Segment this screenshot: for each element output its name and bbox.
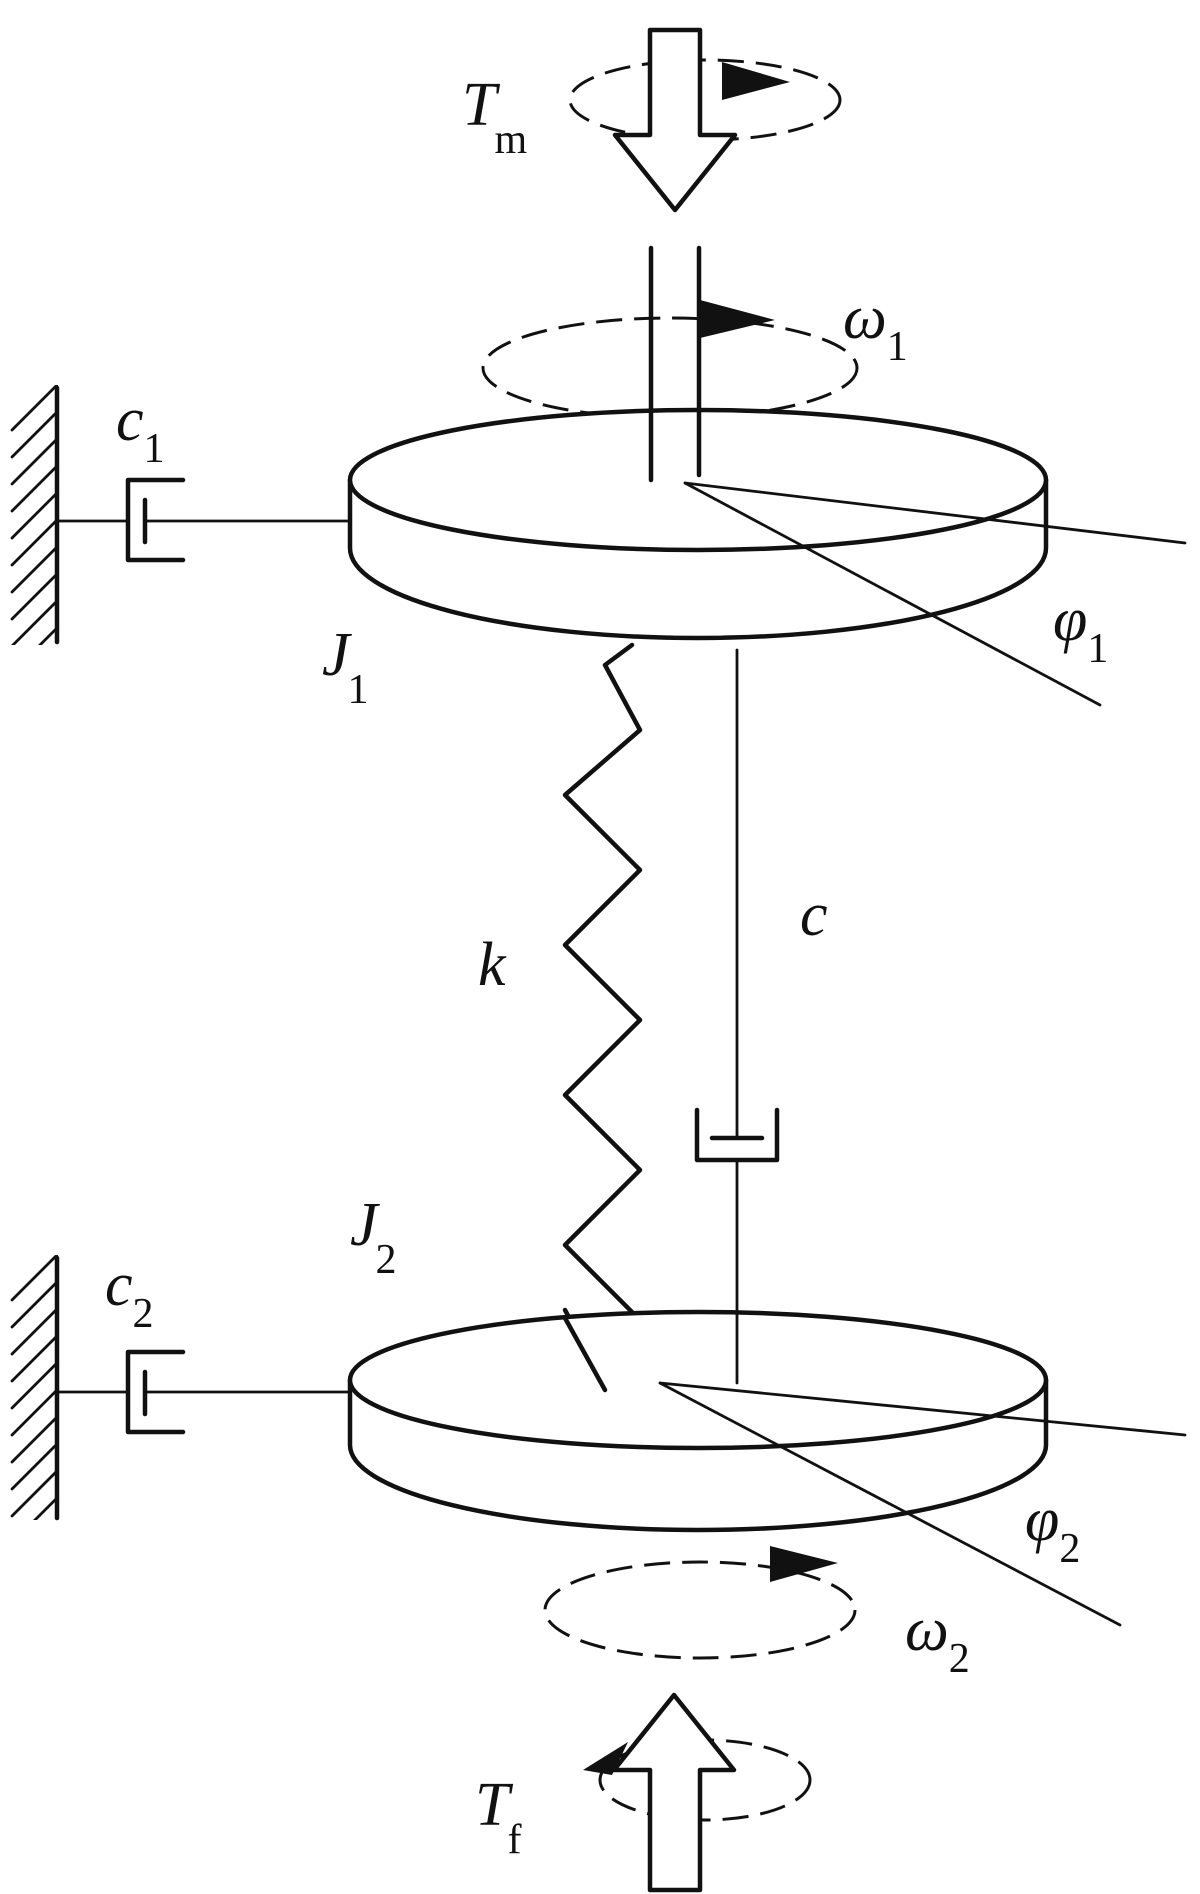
label-phi2: φ2 bbox=[1025, 1486, 1080, 1572]
label-c: c bbox=[800, 881, 828, 949]
tf-up-arrow bbox=[611, 1692, 737, 1893]
spring-k: k bbox=[478, 642, 643, 1393]
label-omega1: ω1 bbox=[843, 284, 908, 370]
label-phi1: φ1 bbox=[1053, 586, 1108, 672]
ground-wall-1 bbox=[10, 385, 60, 645]
phi1-reference-line bbox=[683, 481, 1187, 545]
angular-velocity-omega2: ω2 bbox=[543, 1546, 970, 1682]
angle-phi2: φ2 bbox=[658, 1381, 1187, 1627]
omega1-rotation-dashed bbox=[481, 316, 859, 420]
tm-rotation-dashed bbox=[568, 58, 842, 142]
disk-j2-top-face bbox=[347, 1309, 1049, 1451]
omega1-rotation-arrowhead bbox=[700, 300, 775, 338]
tf-rotation-arrowhead bbox=[583, 1742, 628, 1775]
wall-1-hatching bbox=[10, 385, 58, 645]
label-k: k bbox=[478, 931, 507, 999]
damper-c1-cup bbox=[125, 477, 186, 563]
wall-2-hatching bbox=[10, 1255, 58, 1520]
angle-phi1: φ1 bbox=[683, 481, 1187, 707]
angular-velocity-omega1: ω1 bbox=[481, 284, 908, 420]
phi1-rotated-line bbox=[683, 481, 1102, 707]
damper-c2-cup bbox=[125, 1349, 186, 1435]
omega2-rotation-dashed bbox=[543, 1560, 857, 1660]
tm-rotation-arrowhead bbox=[722, 62, 790, 100]
damper-c1: c1 bbox=[55, 386, 352, 563]
ground-wall-2 bbox=[10, 1255, 60, 1521]
damper-c2: c2 bbox=[55, 1251, 352, 1435]
damper-c: c bbox=[694, 648, 828, 1387]
tm-down-arrow bbox=[612, 27, 738, 213]
spring-k-coil bbox=[562, 642, 643, 1393]
label-omega2: ω2 bbox=[905, 1596, 970, 1682]
omega2-rotation-arrowhead bbox=[770, 1546, 838, 1582]
phi2-reference-line bbox=[658, 1381, 1187, 1437]
label-c1: c1 bbox=[116, 386, 165, 472]
phi2-rotated-line bbox=[658, 1381, 1122, 1627]
label-c2: c2 bbox=[105, 1251, 154, 1337]
